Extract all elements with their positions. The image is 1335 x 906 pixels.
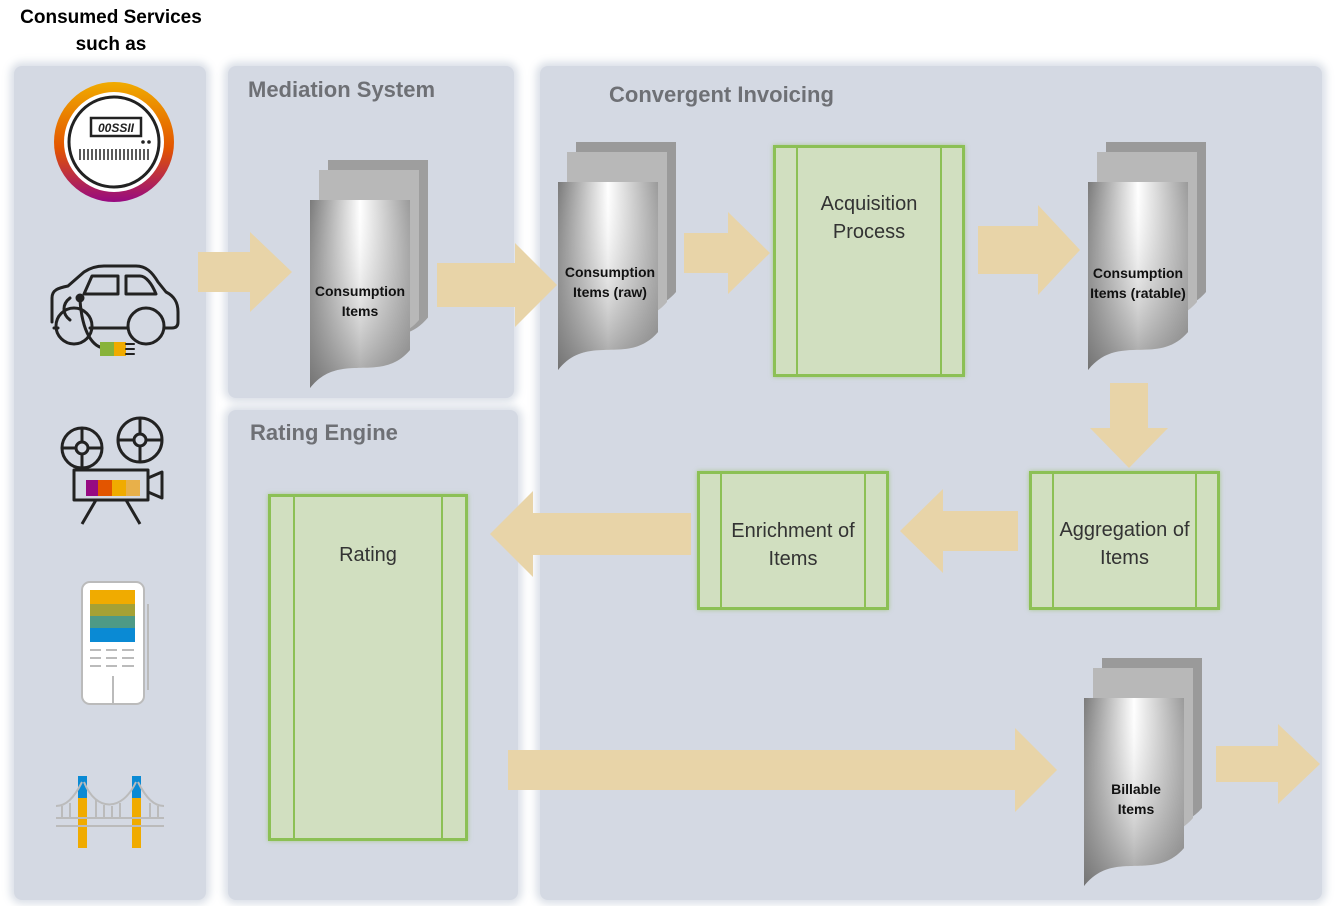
mediation-system-title: Mediation System	[248, 77, 436, 102]
acquisition-process-box: Acquisition Process	[773, 145, 965, 377]
doc-stack-mediation-items	[310, 160, 428, 388]
arrow-billable-output	[1216, 724, 1320, 804]
doc-stack-ratable-items	[1088, 142, 1206, 370]
convergent-invoicing-title: Convergent Invoicing	[609, 82, 834, 107]
consumed-services-header: Consumed Services such as	[0, 4, 222, 58]
enrichment-box: Enrichment of Items	[697, 471, 889, 610]
aggregation-label: Aggregation of Items	[1059, 519, 1190, 569]
film-projector-icon	[60, 416, 164, 525]
arrow-mediation-to-raw	[437, 243, 557, 327]
arrow-enrichment-to-rating	[490, 491, 691, 577]
header-line-2: such as	[75, 34, 147, 55]
mediation-items-label: Consumption Items	[314, 283, 406, 319]
arrow-aggregation-to-enrichment	[900, 489, 1018, 573]
payment-terminal-icon	[81, 581, 149, 705]
rating-label: Rating	[339, 544, 397, 566]
ratable-items-label: Consumption Items (ratable)	[1090, 265, 1186, 301]
toll-bridge-icon	[55, 776, 165, 848]
electric-car-icon	[50, 264, 180, 356]
acquisition-process-label: Acquisition Process	[820, 193, 918, 243]
meter-reading: 00SSII	[98, 121, 135, 135]
header-line-1: Consumed Services	[20, 7, 202, 28]
rating-engine-title: Rating Engine	[250, 420, 398, 445]
enrichment-label: Enrichment of Items	[731, 520, 855, 570]
smart-meter-icon: 00SSII	[54, 82, 174, 202]
arrow-services-to-mediation	[198, 232, 292, 312]
billable-items-label: Billable Items	[1111, 781, 1161, 817]
rating-box: Rating	[268, 494, 468, 841]
arrow-ratable-to-aggregation	[1090, 383, 1168, 468]
aggregation-box: Aggregation of Items	[1029, 471, 1220, 610]
doc-stack-billable-items	[1084, 658, 1202, 886]
arrow-rating-to-billable	[508, 728, 1057, 812]
arrow-raw-to-acquisition	[684, 212, 770, 294]
arrow-acquisition-to-ratable	[978, 205, 1080, 295]
doc-stack-raw-items	[558, 142, 676, 370]
raw-items-label: Consumption Items (raw)	[564, 264, 656, 300]
